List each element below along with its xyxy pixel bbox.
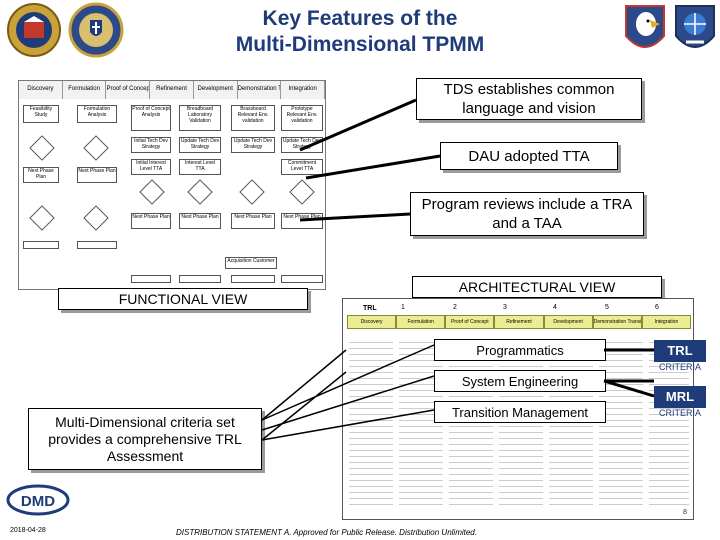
functional-diagram: Discovery Formulation Proof of Concept R…	[18, 80, 326, 290]
next-phase-plan: Next Phase Plan	[281, 213, 323, 229]
phase-cell: Development	[193, 81, 238, 99]
arch-phase-cell: Refinement	[494, 315, 544, 329]
arch-col-number: 6	[655, 304, 659, 311]
decision-diamond	[139, 179, 165, 205]
tta-box: Interest Level TTA	[179, 159, 221, 175]
decision-diamond	[187, 179, 213, 205]
dmd-logo-icon: DMD	[6, 484, 70, 516]
functional-view-label: FUNCTIONAL VIEW	[58, 288, 308, 310]
prototype-box: Prototype Relevant Env. validation	[281, 105, 323, 131]
decision-diamond	[29, 205, 55, 231]
arch-phase-cell: Demonstration Transition	[592, 315, 642, 329]
arch-col-number: 2	[453, 304, 457, 311]
mrl-criteria-badge: MRL	[654, 386, 706, 408]
arch-phase-cell: Development	[543, 315, 593, 329]
slide-title: Key Features of the Multi-Dimensional TP…	[150, 6, 570, 58]
abandon-box	[231, 275, 275, 283]
decision-diamond	[289, 179, 315, 205]
army-shield-icon	[675, 5, 715, 48]
next-phase-plan: Next Phase Plan	[231, 213, 275, 229]
next-phase-plan: Next Phase Plan	[131, 213, 171, 229]
tech-strategy-box: Update Tech Dev Strategy	[179, 137, 221, 153]
transition-management-overlay: Transition Management	[434, 401, 606, 423]
title-line-1: Key Features of the	[262, 7, 458, 30]
distribution-statement: DISTRIBUTION STATEMENT A. Approved for P…	[176, 528, 477, 537]
footer-date: 2018-04-28	[10, 527, 46, 534]
tech-strategy-box: Initial Tech Dev Strategy	[131, 137, 171, 153]
tech-strategy-box: Update Tech Dev Strategy	[281, 137, 323, 153]
arch-phase-cell: Discovery	[347, 315, 397, 329]
arch-trl-label: TRL	[363, 305, 377, 312]
page-number: 8	[683, 509, 687, 516]
next-phase-plan: Next Phase Plan	[23, 167, 59, 183]
acquisition-customer-box: Acquisition Customer	[225, 257, 277, 269]
phase-cell: Refinement	[150, 81, 194, 99]
architectural-view-label: ARCHITECTURAL VIEW	[412, 276, 662, 298]
proof-of-concept-box: Proof of Concept Analysis	[131, 105, 171, 131]
formulation-box: Formulation Analysis	[77, 105, 117, 123]
abandon-box	[131, 275, 171, 283]
arch-cell-block	[649, 337, 689, 507]
abandon-box	[23, 241, 59, 249]
arch-phase-cell: Integration	[641, 315, 691, 329]
decision-diamond	[83, 205, 109, 231]
title-line-2: Multi-Dimensional TPMM	[235, 33, 485, 56]
abandon-box	[77, 241, 117, 249]
abandon-box	[179, 275, 221, 283]
arch-col-number: 4	[553, 304, 557, 311]
system-engineering-overlay: System Engineering	[434, 370, 606, 392]
tds-callout: TDS establishes common language and visi…	[416, 78, 642, 120]
functional-phase-header: Discovery Formulation Proof of Concept R…	[19, 81, 325, 99]
eagle-emblem-icon	[625, 5, 665, 48]
arch-col-number: 1	[401, 304, 405, 311]
phase-cell: Discovery	[19, 81, 63, 99]
decision-diamond	[239, 179, 265, 205]
next-phase-plan: Next Phase Plan	[77, 167, 117, 183]
trl-criteria-badge: TRL	[654, 340, 706, 362]
arch-col-number: 5	[605, 304, 609, 311]
phase-cell: Integration	[281, 81, 325, 99]
dmd-logo-text: DMD	[21, 493, 55, 510]
phase-cell: Proof of Concept	[106, 81, 151, 99]
agency-seal-icon	[7, 3, 61, 57]
next-phase-plan: Next Phase Plan	[179, 213, 221, 229]
decision-diamond	[29, 135, 55, 161]
arch-cell-block	[349, 337, 393, 507]
multi-dimensional-callout: Multi-Dimensional criteria set provides …	[28, 408, 262, 470]
command-seal-icon	[68, 2, 124, 58]
tech-strategy-box: Update Tech Dev Strategy	[231, 137, 275, 153]
dau-callout: DAU adopted TTA	[440, 142, 618, 170]
decision-diamond	[83, 135, 109, 161]
arch-phase-cell: Formulation	[396, 315, 446, 329]
arch-phase-cell: Proof of Concept	[445, 315, 495, 329]
trl-criteria-label: CRITERIA	[658, 362, 701, 372]
phase-cell: Formulation	[62, 81, 107, 99]
tta-box: Initial Interest Level TTA	[131, 159, 171, 175]
mrl-criteria-label: CRITERIA	[658, 408, 701, 418]
arch-col-number: 3	[503, 304, 507, 311]
arch-phase-header: Discovery Formulation Proof of Concept R…	[347, 315, 691, 329]
arch-cell-block	[599, 337, 643, 507]
abandon-box	[281, 275, 323, 283]
feasibility-box: Feasibility Study	[23, 105, 59, 123]
tta-box: Commitment Level TTA	[281, 159, 323, 175]
program-reviews-callout: Program reviews include a TRA and a TAA	[410, 192, 644, 236]
phase-cell: Demonstration Transition	[237, 81, 282, 99]
brassboard-box: Brassboard Relevant Env. validation	[231, 105, 275, 131]
breadboard-box: Breadboard Laboratory Validation	[179, 105, 221, 131]
programmatics-overlay: Programmatics	[434, 339, 606, 361]
